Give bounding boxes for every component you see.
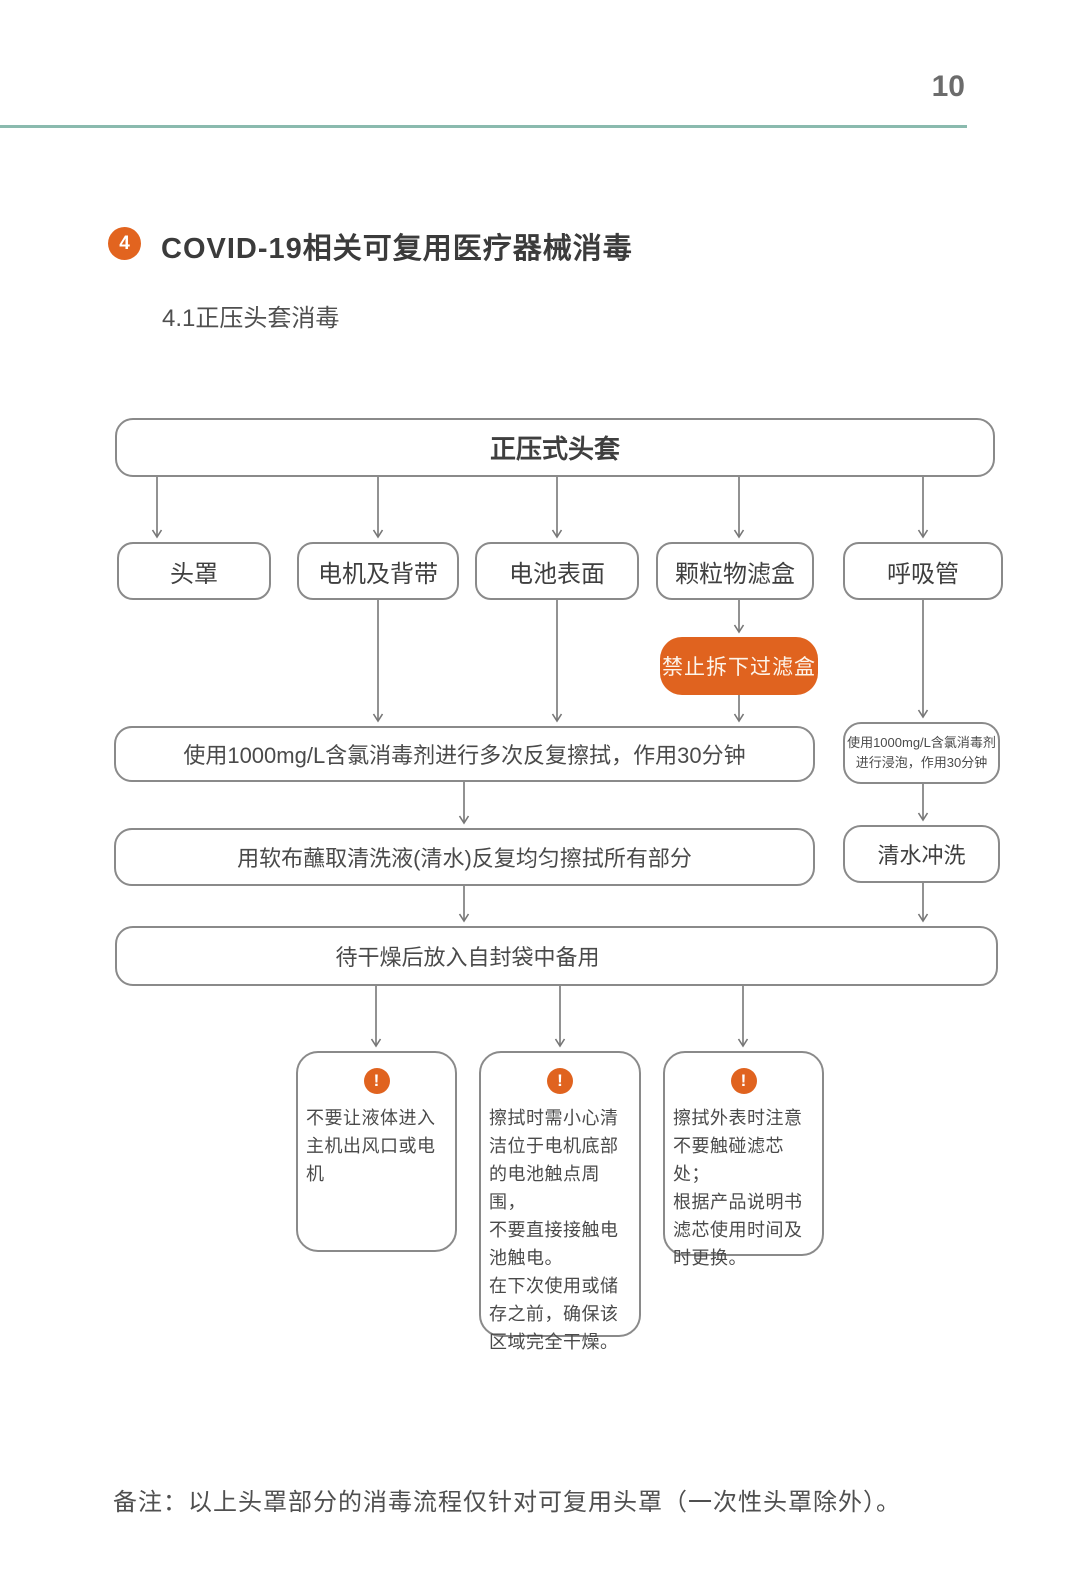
ban-removal-warning-badge: 禁止拆下过滤盒 <box>660 637 818 695</box>
section-title: COVID-19相关可复用医疗器械消毒 <box>161 233 633 265</box>
section-subtitle: 4.1正压头套消毒 <box>162 305 340 332</box>
exclamation-icon: ! <box>730 1068 757 1094</box>
flow-node-battery-surface: 电池表面 <box>475 542 639 600</box>
caution-box-battery-contacts: ! 擦拭时需小心清 洁位于电机底部 的电池触点周围， 不要直接接触电 池触电。 … <box>479 1051 641 1352</box>
flow-node-hood: 头罩 <box>117 542 271 600</box>
flow-node-chlorine-soak-step: 使用1000mg/L含氯消毒剂 进行浸泡，作用30分钟 <box>843 722 1000 784</box>
page-number: 10 <box>931 70 965 103</box>
flow-node-breathing-tube: 呼吸管 <box>843 542 1003 600</box>
caution-box-filter-core: ! 擦拭外表时注意 不要触碰滤芯处； 根据产品说明书 滤芯使用时间及 时更换。 <box>663 1051 824 1268</box>
dry-storage-label: 待干燥后放入自封袋中备用 <box>335 945 600 970</box>
flow-node-dry-storage-step: 待干燥后放入自封袋中备用 <box>115 926 998 986</box>
caution-box-liquid: ! 不要让液体进入 主机出风口或电机 <box>296 1051 457 1252</box>
header-rule <box>0 125 967 128</box>
footer-note: 备注：以上头罩部分的消毒流程仅针对可复用头罩（一次性头罩除外）。 <box>113 1489 901 1516</box>
flow-node-water-rinse-step: 清水冲洗 <box>843 825 1000 883</box>
flow-node-chlorine-wipe-step: 使用1000mg/L含氯消毒剂进行多次反复擦拭，作用30分钟 <box>114 726 815 782</box>
caution-text-battery-contacts: 擦拭时需小心清 洁位于电机底部 的电池触点周围， 不要直接接触电 池触电。 在下… <box>489 1108 619 1352</box>
flow-node-soft-cloth-wipe-step: 用软布蘸取清洗液(清水)反复均匀擦拭所有部分 <box>114 828 815 886</box>
section-number-badge: 4 <box>108 227 141 260</box>
flow-node-motor-strap: 电机及背带 <box>297 542 459 600</box>
flow-node-headgear-root: 正压式头套 <box>115 418 995 477</box>
caution-text-filter-core: 擦拭外表时注意 不要触碰滤芯处； 根据产品说明书 滤芯使用时间及 时更换。 <box>673 1108 803 1268</box>
exclamation-icon: ! <box>363 1068 390 1094</box>
flow-node-particulate-filter: 颗粒物滤盒 <box>656 542 814 600</box>
caution-text-liquid: 不要让液体进入 主机出风口或电机 <box>306 1108 436 1184</box>
exclamation-icon: ! <box>547 1068 573 1094</box>
